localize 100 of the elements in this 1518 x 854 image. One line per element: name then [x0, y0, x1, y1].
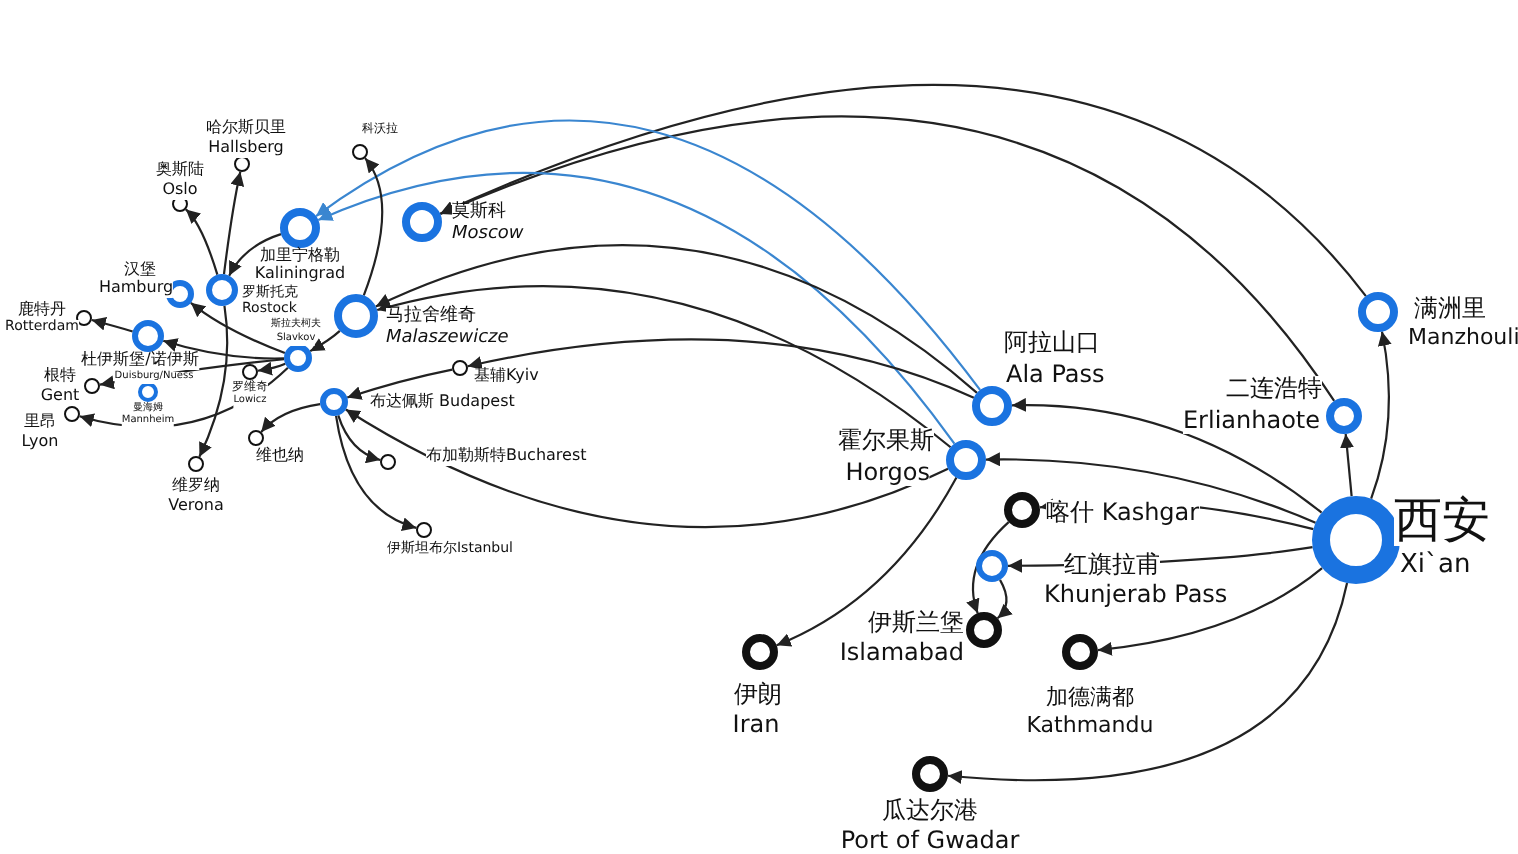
route-arrow: [317, 172, 956, 445]
city-label: 霍尔果斯: [838, 428, 934, 455]
city-label: 阿拉山口: [1004, 330, 1100, 357]
route-arrow: [337, 414, 381, 463]
city-label: 莫斯科: [452, 204, 506, 224]
city-label: 满洲里: [1414, 296, 1486, 323]
city-label: 哈尔斯贝里: [206, 120, 286, 138]
city-label: Kaliningrad: [254, 266, 346, 284]
route-arrow: [228, 233, 282, 277]
city-label: 杜伊斯堡/诺伊斯: [81, 352, 199, 370]
station-circle: [416, 522, 432, 538]
city-label: 布达佩斯 Budapest: [370, 394, 515, 412]
station-circle: [280, 208, 320, 248]
station-circle: [76, 310, 92, 326]
station-circle: [1062, 634, 1098, 670]
route-arrow: [334, 415, 417, 531]
station-circle: [380, 454, 396, 470]
route-arrow: [947, 582, 1349, 784]
route-arrow: [467, 338, 975, 399]
route-arrow: [1012, 398, 1323, 514]
city-label: Oslo: [162, 182, 198, 200]
station-circle: [352, 144, 368, 160]
station-circle: [206, 274, 238, 306]
city-label: Verona: [168, 498, 224, 516]
route-arrow: [439, 84, 1367, 297]
route-arrow: [315, 120, 981, 391]
route-arrow: [162, 338, 285, 360]
route-arrow: [222, 171, 245, 275]
city-label: Khunjerab Pass: [1044, 582, 1228, 609]
station-circle: [248, 430, 264, 446]
city-label: Hallsberg: [208, 140, 284, 158]
route-arrow: [309, 330, 341, 353]
route-arrow: [362, 157, 384, 296]
station-circle: [1358, 292, 1398, 332]
city-label: Lyon: [21, 434, 59, 452]
city-label: Horgos: [845, 460, 930, 487]
station-circle: [132, 320, 164, 352]
city-label: 喀什 Kashgar: [1046, 500, 1200, 527]
city-label: 布加勒斯特Bucharest: [426, 448, 587, 466]
station-circle: [1004, 492, 1040, 528]
station-circle: [138, 382, 158, 402]
station-circle: [972, 386, 1012, 426]
route-arrow: [439, 116, 1336, 402]
route-arrow: [257, 361, 286, 376]
city-label: 马拉舍维奇: [386, 308, 476, 328]
route-arrow: [986, 452, 1316, 524]
city-label: Hamburg: [98, 280, 174, 298]
station-circle: [64, 406, 80, 422]
city-label: Iran: [732, 712, 780, 739]
station-circle: [976, 550, 1008, 582]
station-circle: [1326, 398, 1362, 434]
station-circle: [84, 378, 100, 394]
route-arrow: [185, 208, 219, 275]
station-circle: [334, 294, 378, 338]
route-arrow: [198, 305, 229, 458]
city-label: 基辅Kyiv: [474, 368, 539, 386]
city-label: Erlianhaote: [1182, 408, 1320, 435]
city-label: 加里宁格勒: [260, 248, 340, 266]
city-label: 鹿特丹: [18, 302, 66, 320]
station-circle: [402, 202, 442, 242]
city-label: Manzhouli: [1408, 326, 1518, 351]
route-arrow: [1097, 567, 1323, 656]
city-label: Ala Pass: [1006, 362, 1105, 389]
city-label: 西安: [1394, 494, 1490, 547]
station-circle: [966, 612, 1002, 648]
station-circle: [946, 440, 986, 480]
route-arrow: [1370, 331, 1392, 500]
city-label: 根特: [44, 368, 76, 386]
city-label: 伊斯兰堡: [868, 610, 964, 637]
station-circle: [912, 756, 948, 792]
route-arrow: [966, 521, 1010, 614]
city-label: 伊朗: [734, 682, 782, 709]
route-arrow: [375, 244, 978, 394]
route-arrow: [996, 579, 1013, 619]
city-label: 红旗拉甫: [1064, 552, 1160, 579]
city-label: Islamabad: [839, 640, 964, 667]
route-arrow: [260, 402, 321, 433]
route-arrow: [376, 285, 952, 449]
city-label: Kathmandu: [1026, 714, 1154, 739]
route-arrow: [1340, 433, 1354, 497]
station-circle: [742, 634, 778, 670]
city-label: 加德满都: [1046, 686, 1134, 711]
city-label: 瓜达尔港: [882, 798, 978, 825]
station-circle: [242, 364, 258, 380]
city-label: 二连浩特: [1226, 376, 1322, 403]
station-circle: [320, 388, 348, 416]
route-arrow: [190, 302, 286, 355]
city-label: 奥斯陆: [156, 162, 204, 180]
route-arrow: [91, 316, 133, 333]
station-circle: [452, 360, 468, 376]
station-circle: [188, 456, 204, 472]
city-label: 维也纳: [256, 448, 304, 466]
city-label: 维罗纳: [172, 478, 220, 496]
city-label: 汉堡: [124, 262, 156, 280]
station-circle: [284, 344, 312, 372]
city-label: Gent: [40, 388, 80, 406]
route-arrow: [345, 408, 949, 529]
city-label: Port of Gwadar: [840, 828, 1020, 854]
route-arrow: [346, 368, 453, 400]
route-arrow: [776, 477, 958, 647]
